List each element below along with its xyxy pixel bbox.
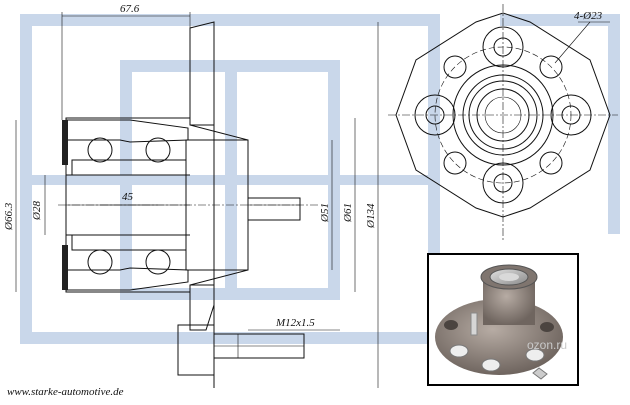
shaft-stub	[247, 197, 301, 221]
lightening-holes	[443, 55, 563, 175]
bolt-circle	[434, 46, 572, 184]
dim-stud-thread: M12x1.5	[275, 317, 315, 329]
wheel-hub-photo	[435, 264, 563, 380]
front-view: 4-Ø23	[388, 4, 618, 240]
dim-bolt-holes: 4-Ø23	[574, 10, 603, 22]
flange-top-section	[189, 21, 215, 126]
photo-watermark: ozon.ru	[527, 338, 568, 352]
bearing-ball-top-right	[145, 137, 171, 163]
bearing-ball-bottom-right	[145, 249, 171, 275]
dim-seal-diameter: Ø66.3	[3, 202, 15, 231]
dim-bore-diameter: Ø28	[31, 201, 43, 221]
sectional-side-view: 67.6 Ø66.3 Ø28 45 Ø51 Ø61 Ø134 M12x1.5	[3, 3, 379, 388]
bolt-holes	[414, 26, 592, 204]
website-url: www.starke-automotive.de	[7, 386, 124, 398]
seal-top	[62, 120, 68, 165]
dim-hub-diameter: Ø61	[342, 203, 354, 223]
flange-outline	[395, 12, 611, 218]
bearing-outer-ring	[462, 74, 544, 156]
bolt-hole-leader	[554, 21, 591, 64]
flange-bottom-section	[189, 284, 215, 331]
dim-overall-length: 67.6	[120, 3, 140, 15]
dim-flange-diameter: Ø134	[365, 203, 377, 229]
bearing-ball-bottom-left	[87, 249, 113, 275]
hub-pilot-ring	[452, 64, 554, 166]
outer-race-bottom	[65, 267, 189, 291]
dim-pilot-diameter: Ø51	[319, 203, 331, 223]
dim-bearing-width: 45	[122, 191, 134, 203]
seal-bottom	[62, 245, 68, 290]
product-photo	[427, 253, 579, 386]
bearing-seal	[468, 80, 538, 150]
bore-ring	[476, 88, 530, 142]
wheel-stud	[177, 324, 305, 376]
outer-race-top	[65, 119, 189, 143]
bore	[484, 96, 522, 134]
bearing-ball-top-left	[87, 137, 113, 163]
